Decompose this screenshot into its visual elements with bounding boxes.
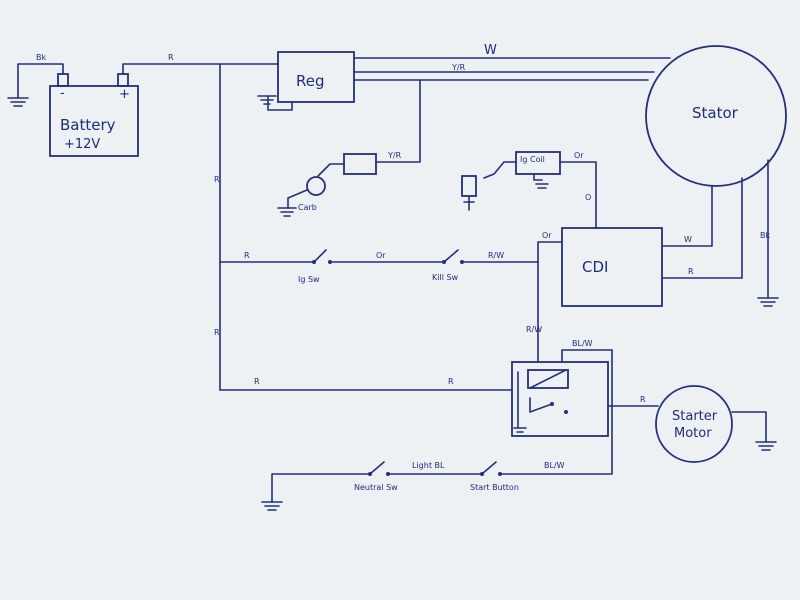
wire-label-r-cdi: R — [688, 267, 694, 276]
wire-label-rw-kill: R/W — [488, 251, 504, 260]
ground-symbol-starter — [755, 441, 777, 451]
starter-label-2: Motor — [674, 426, 712, 441]
wire-label-o-coil: O — [585, 193, 591, 202]
wire-r-stator-cdi — [661, 177, 743, 279]
battery-positive: + — [119, 87, 130, 102]
wire-label-r-ig: R — [244, 251, 250, 260]
carb-solenoid: Carb — [277, 153, 377, 217]
wire-label-yr-carb: Y/R — [387, 151, 402, 160]
carb-label: Carb — [298, 203, 317, 212]
wire-label-r-lower: R — [214, 328, 220, 337]
regulator: Reg — [277, 51, 355, 103]
wire-w-stator-cdi — [661, 185, 713, 247]
kill-sw-label: Kill Sw — [432, 273, 459, 282]
wire-or-cdi-in — [537, 241, 563, 263]
wire-label-w-cdi: W — [684, 235, 692, 244]
wire-starter-ground — [731, 411, 767, 443]
starter-relay — [511, 361, 609, 437]
wire-label-w-top: W — [484, 43, 497, 58]
wire-label-or-cdi: Or — [542, 231, 552, 240]
starter-label-1: Starter — [672, 409, 718, 424]
start-button-label: Start Button — [470, 483, 519, 492]
stator-label: Stator — [692, 104, 739, 122]
wire-battery-positive — [122, 63, 279, 75]
wire-battery-ground — [17, 63, 64, 99]
wire-label-or-coil: Or — [574, 151, 584, 160]
stator: Stator — [645, 45, 787, 187]
wire-label-blw-start: BL/W — [544, 461, 565, 470]
wire-label-r-starter: R — [640, 395, 646, 404]
wire-blw-start-relay — [499, 349, 613, 475]
neutral-switch: Neutral Sw — [354, 461, 398, 492]
wire-label-blw-relay: BL/W — [572, 339, 593, 348]
ground-symbol-neutral — [261, 501, 283, 511]
cdi-unit: CDI — [561, 227, 663, 307]
wire-reg-ground — [267, 95, 293, 111]
wire-label-bk-battery: Bk — [36, 53, 46, 62]
wire-blw-relay-top — [561, 349, 613, 363]
wire-label-or-ig: Or — [376, 251, 386, 260]
neutral-sw-label: Neutral Sw — [354, 483, 398, 492]
ground-symbol-stator — [757, 297, 779, 307]
wire-label-bk-stator: Bk — [760, 231, 770, 240]
kill-switch: Kill Sw — [432, 249, 464, 282]
ig-sw-label: Ig Sw — [298, 275, 320, 284]
wire-yr-carb — [375, 79, 421, 163]
wire-label-yr-top: Y/R — [451, 63, 466, 72]
battery-voltage: +12V — [64, 137, 100, 152]
wire-label-r-relay-mid: R — [448, 377, 454, 386]
battery-label: Battery — [60, 116, 116, 134]
wire-neutral-ground — [271, 473, 369, 503]
wire-label-r-vertical: R — [214, 175, 220, 184]
ground-symbol-reg — [257, 95, 277, 105]
cdi-label: CDI — [582, 258, 608, 276]
ground-symbol-battery — [7, 97, 29, 107]
battery-negative: - — [60, 86, 65, 101]
spark-plug — [461, 161, 517, 211]
wire-label-light-bl: Light BL — [412, 461, 445, 470]
ignition-coil: Ig Coil — [515, 151, 561, 189]
wire-label-r-relay-left: R — [254, 377, 260, 386]
wire-or-coil-cdi — [559, 161, 597, 229]
wire-label-r-top: R — [168, 53, 174, 62]
regulator-label: Reg — [296, 72, 325, 90]
starter-motor: Starter Motor — [655, 385, 733, 463]
wire-label-rw-relay: R/W — [526, 325, 542, 334]
ig-coil-label: Ig Coil — [520, 155, 545, 164]
